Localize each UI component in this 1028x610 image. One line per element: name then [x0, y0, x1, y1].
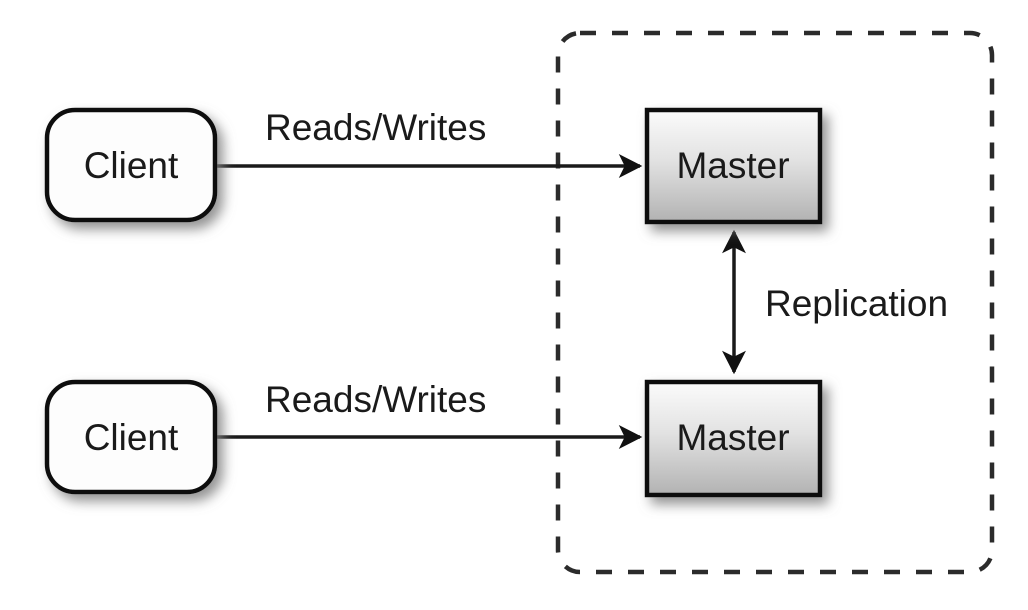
- replication-cluster-boundary: [555, 30, 995, 575]
- node-master-bottom[interactable]: [644, 379, 823, 498]
- node-client-top[interactable]: [44, 107, 218, 223]
- node-master-top[interactable]: [644, 107, 823, 225]
- edge-label-reads-writes-top: Reads/Writes: [265, 107, 486, 148]
- edge-client-bottom-to-master-bottom: Reads/Writes: [215, 379, 643, 449]
- client-bottom-box[interactable]: [44, 379, 218, 495]
- master-bottom-label: Master: [676, 417, 789, 458]
- node-client-bottom[interactable]: [44, 379, 218, 495]
- edge-label-replication: Replication: [765, 283, 948, 324]
- client-bottom-label: Client: [84, 417, 179, 458]
- client-top-box[interactable]: [44, 107, 218, 223]
- client-top-label: Client: [84, 145, 179, 186]
- edge-master-replication: Replication: [722, 229, 948, 375]
- master-top-box[interactable]: [644, 107, 823, 225]
- master-top-label: Master: [676, 145, 789, 186]
- master-bottom-box[interactable]: [644, 379, 823, 498]
- edge-client-top-to-master-top: Reads/Writes: [215, 107, 643, 178]
- edge-label-reads-writes-bottom: Reads/Writes: [265, 379, 486, 420]
